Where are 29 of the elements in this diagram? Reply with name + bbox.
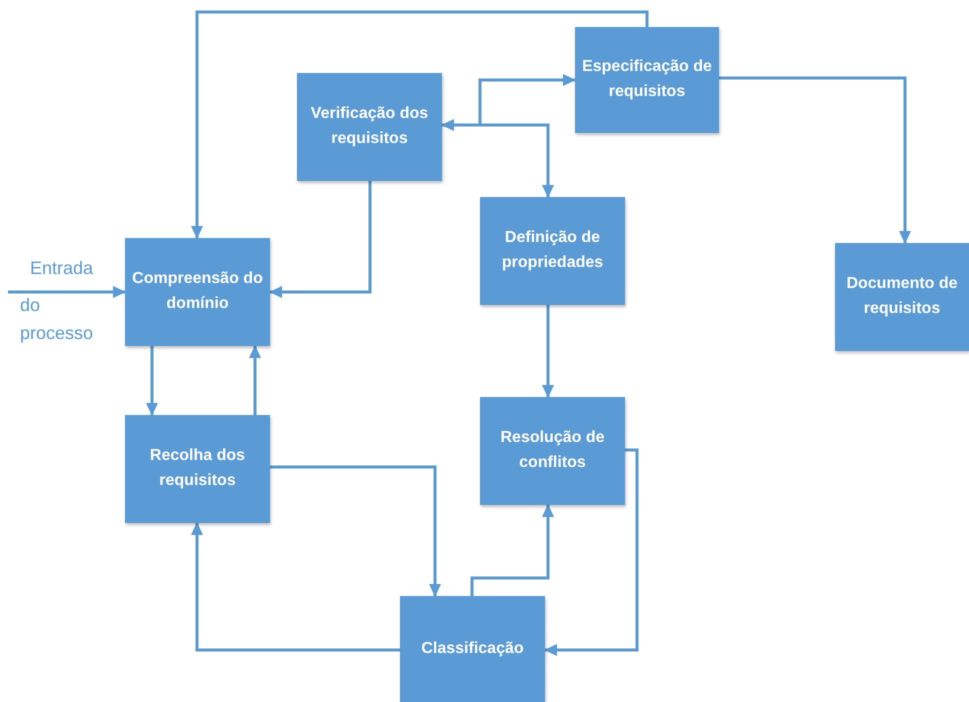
process-box xyxy=(125,415,270,523)
box-label: Verificação dos requisitos xyxy=(310,104,430,149)
box-label: Documento de requisitos xyxy=(845,274,959,319)
process-box xyxy=(125,238,270,346)
box-label: Definição de propriedades xyxy=(500,228,604,273)
connector-arrow xyxy=(269,181,372,298)
connector-arrow xyxy=(544,448,638,656)
box-label: Resolução de conflitos xyxy=(499,428,606,473)
process-box xyxy=(480,197,625,305)
connector-arrow xyxy=(8,286,126,298)
box-label: Classificação xyxy=(421,638,524,659)
process-box xyxy=(480,397,625,505)
process-box xyxy=(575,27,719,133)
connector-arrow xyxy=(191,522,400,652)
process-box xyxy=(297,73,442,181)
box-label: Recolha dos requisitos xyxy=(148,446,246,491)
input-label: do processo xyxy=(20,294,94,345)
connector-arrow xyxy=(470,504,554,596)
connector-arrow xyxy=(719,76,911,244)
connector-arrow xyxy=(146,346,158,416)
input-label: Entrada xyxy=(30,257,94,280)
connector-arrow xyxy=(191,10,648,239)
process-box xyxy=(835,243,969,351)
process-box xyxy=(400,596,545,702)
connector-arrow xyxy=(270,466,441,597)
connector-arrow xyxy=(249,345,261,415)
box-label: Compreensão do domínio xyxy=(131,269,264,314)
connector-arrow xyxy=(542,305,554,398)
box-label: Especificação de requisitos xyxy=(581,57,713,102)
